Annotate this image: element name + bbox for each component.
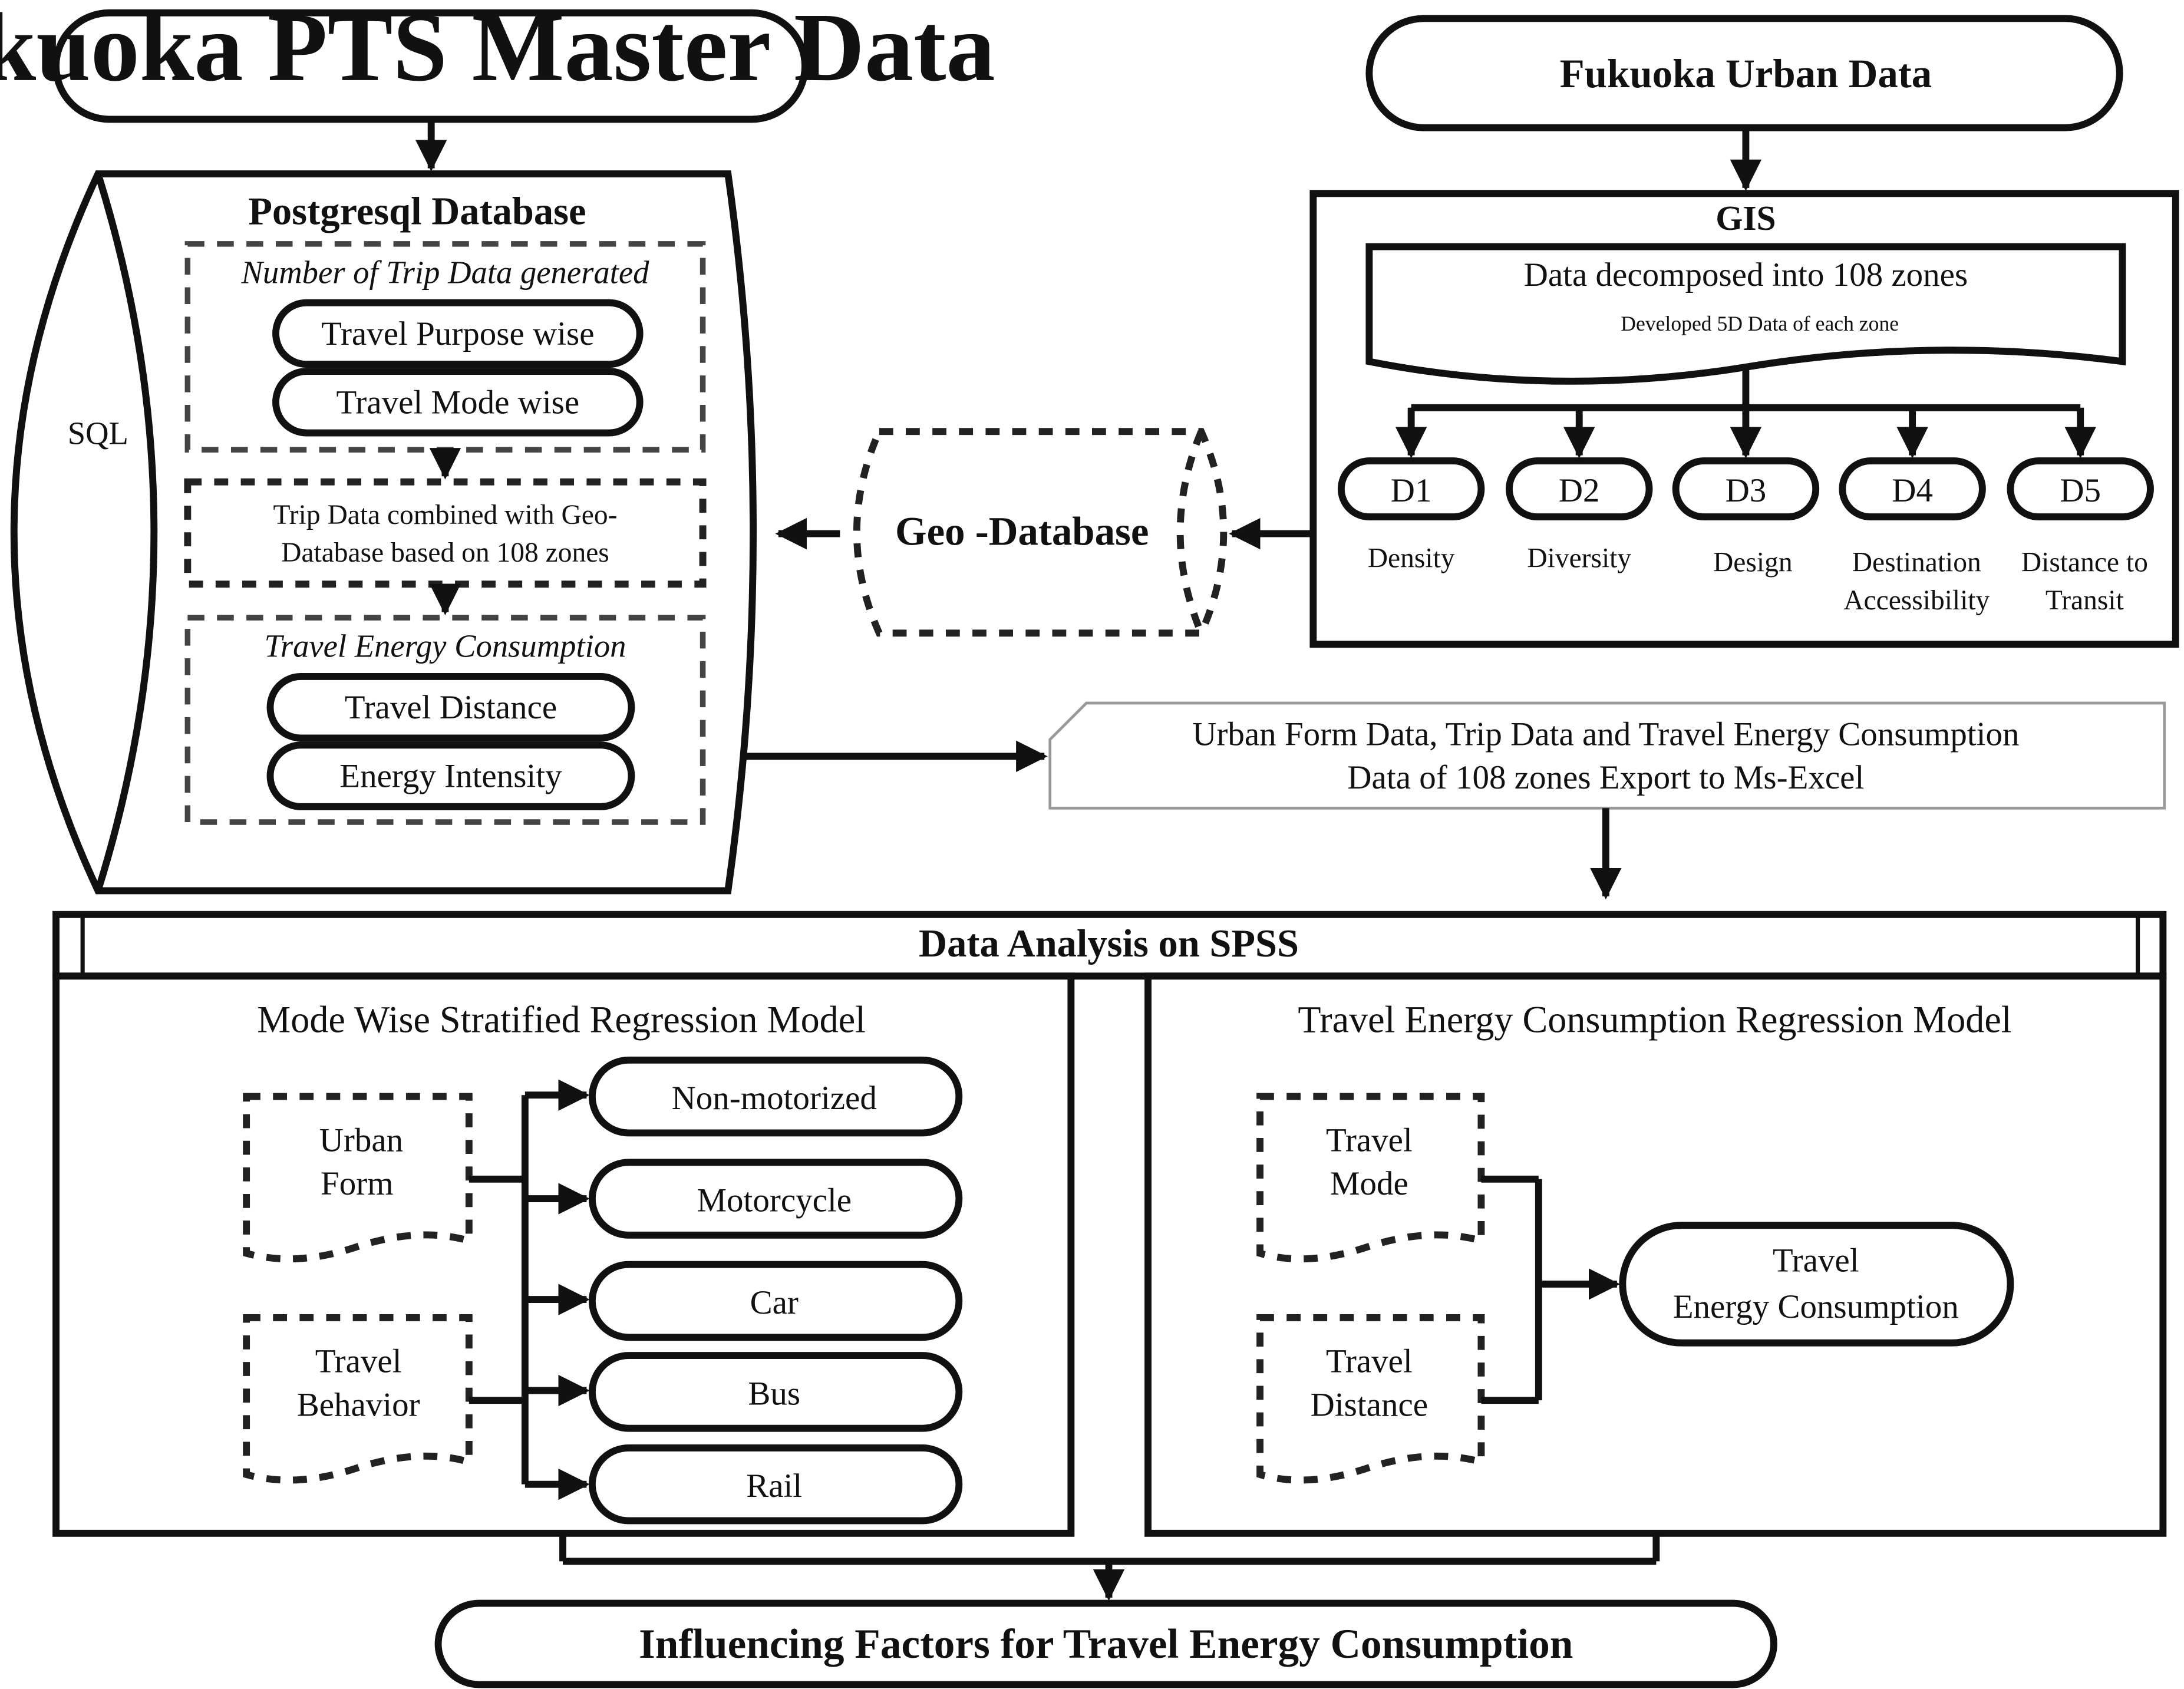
energy-title: Travel Energy Consumption: [264, 628, 626, 664]
svg-text:Rail: Rail: [746, 1467, 802, 1505]
geo-database-label: Geo -Database: [895, 509, 1149, 554]
d5-node: D5 Distance to Transit: [2007, 457, 2154, 616]
pts-master-node: Fukuoka PTS Master Data: [0, 0, 995, 123]
combined-line2: Database based on 108 zones: [281, 537, 609, 568]
d4-node: D4 Destination Accessibility: [1839, 457, 1990, 616]
svg-text:Urban: Urban: [319, 1121, 403, 1159]
gis-title: GIS: [1715, 199, 1776, 237]
combined-box: [184, 478, 707, 588]
d1-label: Density: [1368, 543, 1455, 574]
travel-behavior-document: [243, 1314, 473, 1484]
d2-node: D2 Diversity: [1506, 457, 1653, 574]
intensity-pill: [266, 741, 635, 810]
svg-text:D4: D4: [1892, 472, 1933, 509]
d3-node: D3 Design: [1672, 457, 1820, 578]
svg-text:Non-motorized: Non-motorized: [672, 1080, 877, 1117]
purpose-label: Travel Purpose wise: [321, 315, 594, 352]
spss-node: Data Analysis on SPSS Mode Wise Stratifi…: [52, 911, 2167, 1537]
mode-label: Travel Mode wise: [336, 384, 579, 421]
travel-mode-document: [1256, 1093, 1485, 1263]
d5-label-2: Transit: [2046, 585, 2124, 616]
result-node: Influencing Factors for Travel Energy Co…: [434, 1599, 1777, 1688]
mode-motorcycle: Motorcycle: [588, 1159, 963, 1239]
postgres-database-node: SQL Postgresql Database Number of Trip D…: [10, 170, 757, 895]
mode-bus: Bus: [588, 1352, 963, 1432]
spss-title: Data Analysis on SPSS: [919, 922, 1299, 965]
decomposed-label: Data decomposed into 108 zones: [1524, 256, 1968, 293]
postgres-title: Postgresql Database: [248, 190, 586, 233]
svg-text:Bus: Bus: [748, 1375, 800, 1412]
urban-form-document: [243, 1093, 473, 1263]
mode-pill: [272, 368, 644, 437]
svg-text:Car: Car: [750, 1284, 799, 1321]
svg-text:Travel: Travel: [1326, 1343, 1413, 1380]
svg-text:Fukuoka PTS Master Data: Fukuoka PTS Master Data: [0, 0, 995, 101]
left-panel-title: Mode Wise Stratified Regression Model: [257, 998, 866, 1040]
svg-text:D1: D1: [1391, 472, 1432, 509]
d2-label: Diversity: [1527, 543, 1631, 574]
urban-data-node: Fukuoka Urban Data: [1365, 15, 2123, 131]
svg-text:Travel: Travel: [315, 1343, 402, 1380]
svg-text:D3: D3: [1726, 472, 1767, 509]
export-line2: Data of 108 zones Export to Ms-Excel: [1347, 759, 1864, 796]
svg-text:Fukuoka Urban Data: Fukuoka Urban Data: [1560, 51, 1932, 96]
combined-line1: Trip Data combined with Geo-: [273, 500, 617, 530]
mode-rail: Rail: [588, 1444, 963, 1525]
d5-label: Distance to: [2021, 547, 2148, 578]
intensity-label: Energy Intensity: [339, 758, 562, 795]
svg-text:Energy Consumption: Energy Consumption: [1673, 1288, 1959, 1325]
svg-text:Form: Form: [321, 1165, 394, 1202]
result-label: Influencing Factors for Travel Energy Co…: [639, 1621, 1573, 1667]
distance-pill: [266, 672, 635, 742]
geo-database-node: Geo -Database: [853, 428, 1228, 637]
d3-label: Design: [1713, 547, 1793, 578]
sql-label: SQL: [68, 415, 128, 451]
tec-node: Travel Energy Consumption: [1619, 1222, 2014, 1347]
export-node: Urban Form Data, Trip Data and Travel En…: [1048, 701, 2166, 810]
svg-text:D2: D2: [1559, 472, 1600, 509]
trip-count-title: Number of Trip Data generated: [240, 254, 649, 290]
svg-text:Travel: Travel: [1773, 1242, 1859, 1279]
gis-node: GIS Data decomposed into 108 zones Devel…: [1309, 190, 2179, 648]
export-line1: Urban Form Data, Trip Data and Travel En…: [1192, 715, 2019, 753]
svg-text:Distance: Distance: [1311, 1386, 1428, 1423]
d1-node: D1 Density: [1337, 457, 1485, 574]
svg-text:Travel: Travel: [1326, 1121, 1413, 1159]
svg-text:Motorcycle: Motorcycle: [697, 1182, 852, 1219]
travel-distance-document: [1256, 1314, 1485, 1484]
svg-text:Behavior: Behavior: [297, 1386, 420, 1423]
purpose-pill: [272, 299, 644, 368]
svg-text:Mode: Mode: [1330, 1165, 1408, 1202]
d4-label: Destination: [1852, 547, 1981, 578]
distance-label: Travel Distance: [345, 689, 557, 726]
mode-car: Car: [588, 1261, 963, 1341]
decomposed-document: [1365, 243, 2126, 385]
d4-label-2: Accessibility: [1843, 585, 1990, 616]
mode-non-motorized: Non-motorized: [588, 1056, 963, 1137]
svg-text:D5: D5: [2060, 472, 2101, 509]
right-panel-title: Travel Energy Consumption Regression Mod…: [1298, 998, 2011, 1040]
developed-label: Developed 5D Data of each zone: [1621, 312, 1899, 335]
